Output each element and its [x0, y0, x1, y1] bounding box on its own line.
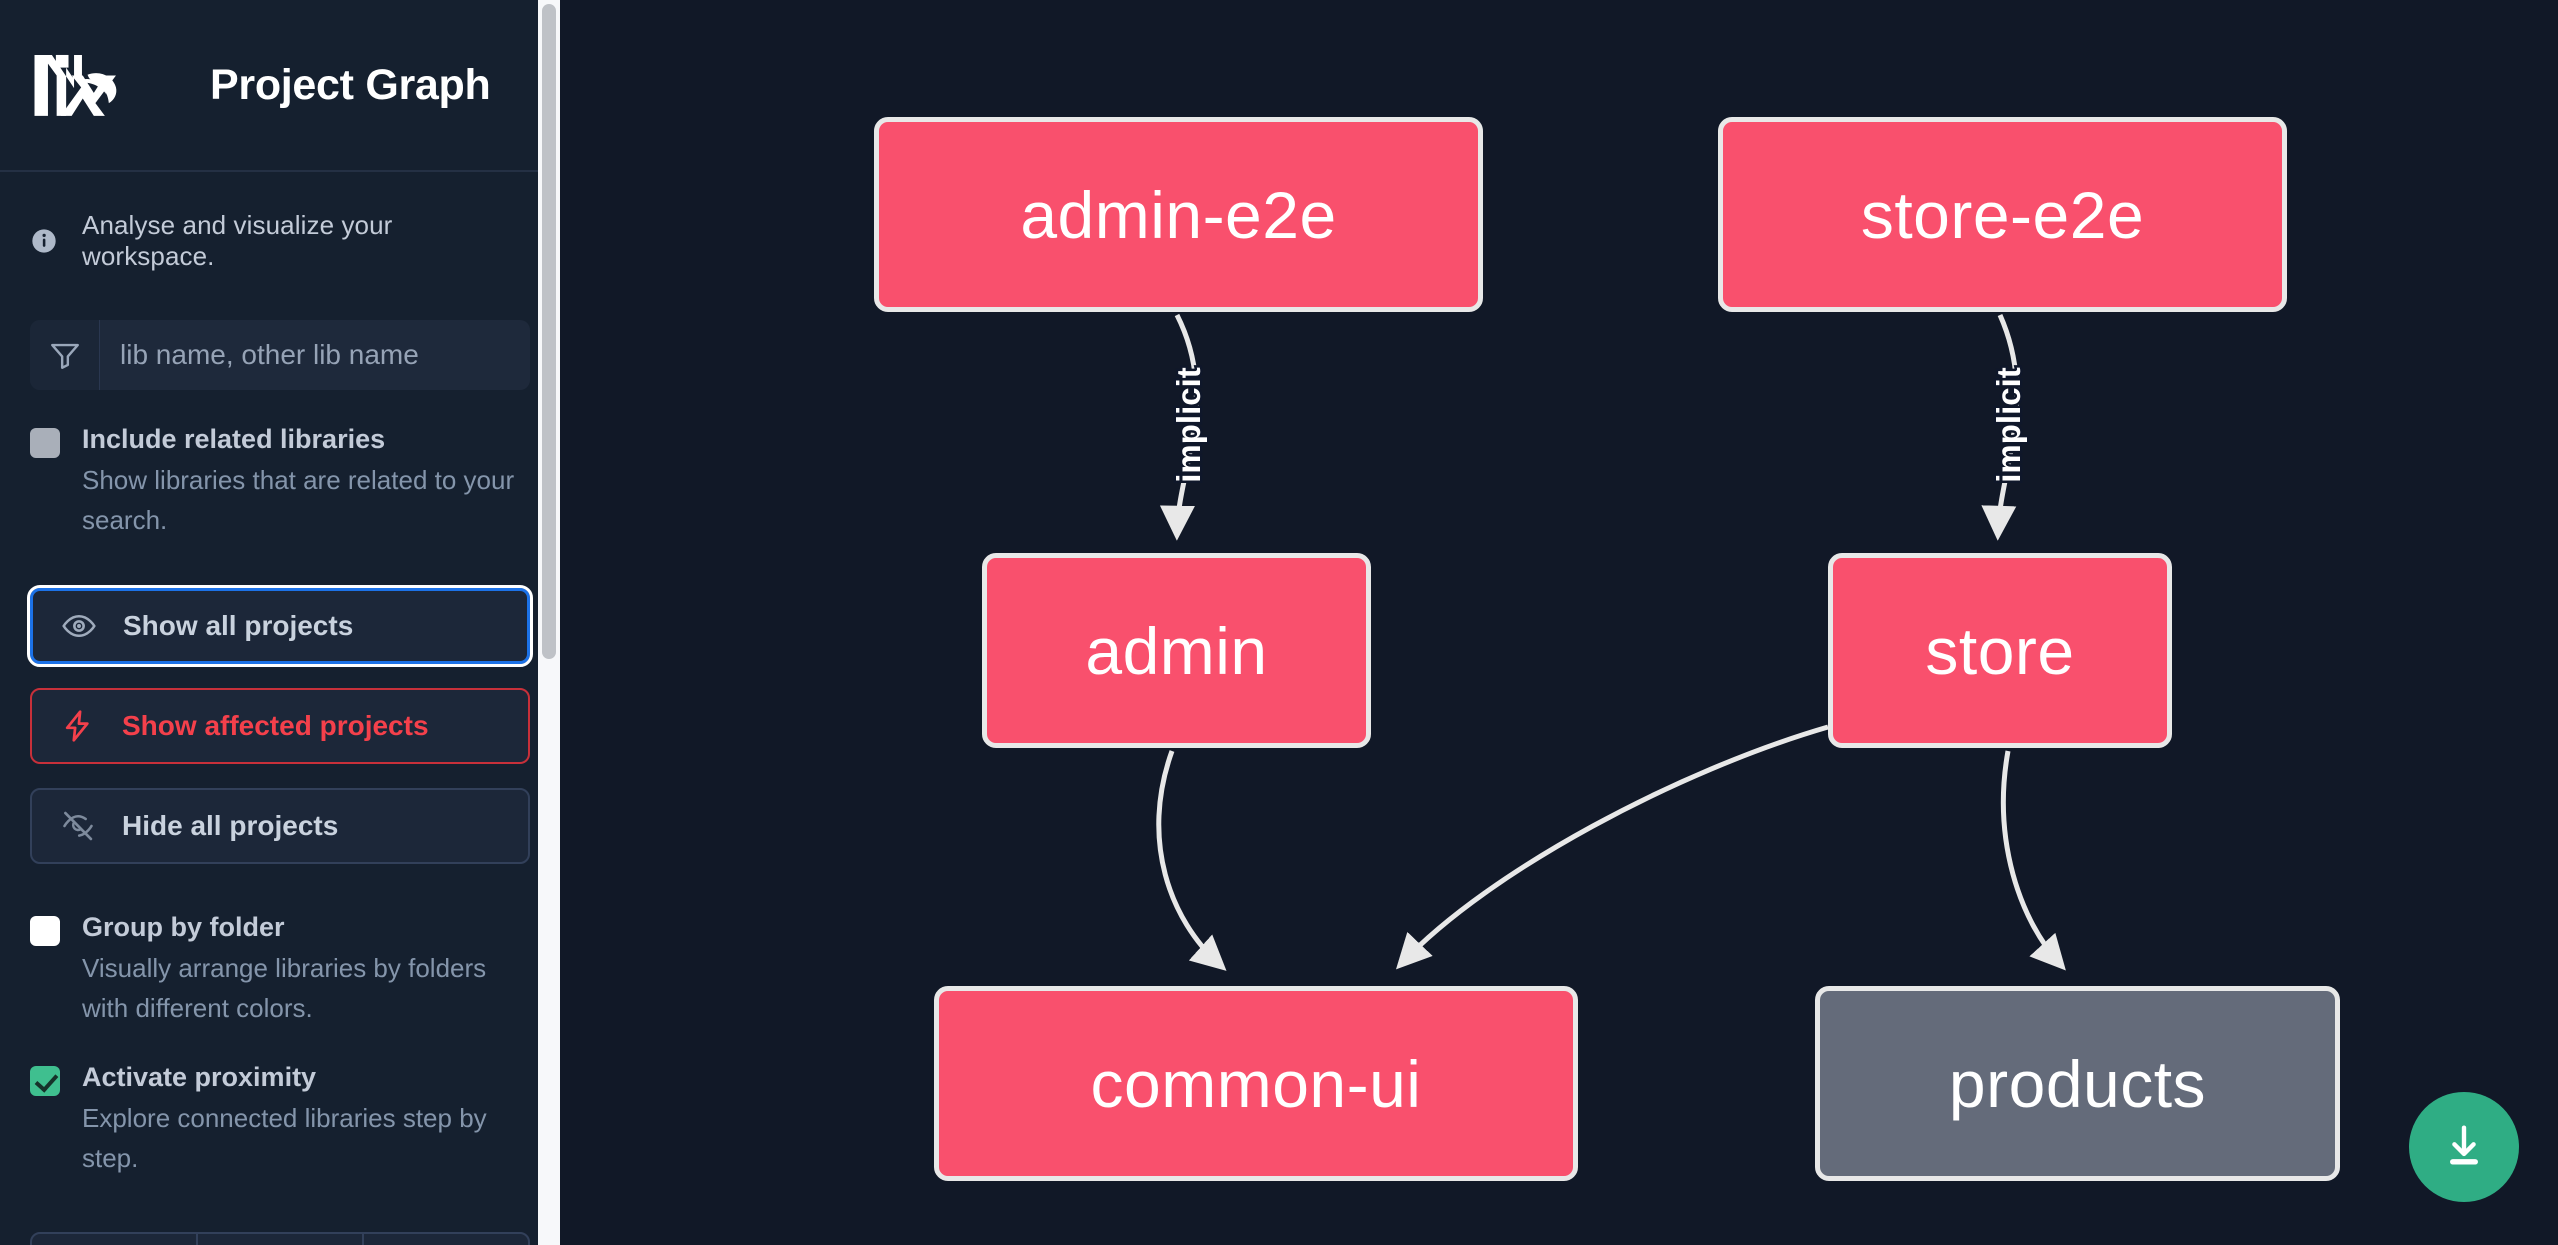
edge-label-store-e2e-to-store: implicit — [1988, 365, 2030, 486]
graph-node-admin[interactable]: admin — [982, 553, 1371, 748]
edge-label-admin-e2e-to-admin: implicit — [1168, 365, 1210, 486]
graph-node-label: products — [1948, 1046, 2207, 1121]
info-icon — [30, 227, 58, 255]
analyse-text: Analyse and visualize your workspace. — [82, 210, 393, 271]
graph-node-label: common-ui — [1090, 1046, 1422, 1121]
svg-text:implicit: implicit — [1170, 367, 1207, 483]
hide-all-projects-label: Hide all projects — [122, 810, 339, 841]
sidebar-scrollbar[interactable] — [538, 0, 560, 1245]
edge-store-to-products — [2000, 750, 2066, 971]
graph-node-label: admin-e2e — [1020, 177, 1337, 252]
edge-admin-e2e-to-admin — [1159, 313, 1199, 541]
proximity-step-value[interactable] — [198, 1234, 364, 1245]
include-related-libraries-description: Show libraries that are related to your … — [82, 465, 515, 535]
nx-logo-icon — [30, 51, 126, 119]
page-title: Project Graph — [210, 60, 491, 109]
edge-admin-to-common-ui — [1156, 750, 1227, 971]
proximity-step-increase[interactable] — [364, 1234, 528, 1245]
graph-node-label: store — [1925, 613, 2075, 688]
activate-proximity-description: Explore connected libraries step by step… — [82, 1103, 487, 1173]
sidebar-body: Analyse and visualize your workspace. In… — [0, 210, 560, 1245]
hide-all-projects-button[interactable]: Hide all projects — [30, 788, 530, 864]
sidebar-scrollbar-thumb[interactable] — [542, 4, 556, 659]
svg-text:implicit: implicit — [1990, 367, 2027, 483]
graph-edges: implicit implicit — [1156, 313, 2066, 971]
sidebar-header: Project Graph — [0, 0, 560, 172]
graph-node-products[interactable]: products — [1815, 986, 2340, 1181]
activate-proximity-label: Activate proximity — [82, 1062, 317, 1092]
search-input[interactable] — [100, 320, 530, 390]
sidebar: Project Graph Analyse and visualize your… — [0, 0, 560, 1245]
activate-proximity-checkbox[interactable] — [30, 1066, 60, 1096]
include-related-libraries-label: Include related libraries — [82, 424, 386, 454]
graph-node-label: admin — [1085, 613, 1268, 688]
show-all-projects-label: Show all projects — [123, 610, 354, 641]
graph-node-store[interactable]: store — [1828, 553, 2172, 748]
proximity-stepper-group[interactable] — [30, 1232, 530, 1245]
group-by-folder-label: Group by folder — [82, 912, 285, 942]
proximity-step-decrease[interactable] — [32, 1234, 198, 1245]
eye-off-icon — [60, 808, 96, 844]
show-affected-projects-button[interactable]: Show affected projects — [30, 688, 530, 764]
group-by-folder-description: Visually arrange libraries by folders wi… — [82, 953, 487, 1023]
edge-store-e2e-to-store — [1981, 313, 2020, 541]
group-by-folder-checkbox[interactable] — [30, 916, 60, 946]
graph-canvas[interactable]: implicit implicit admin-e2e store-e2e ad… — [560, 0, 2558, 1245]
show-all-projects-button[interactable]: Show all projects — [27, 585, 533, 667]
graph-node-label: store-e2e — [1860, 177, 2145, 252]
lightning-icon — [60, 708, 96, 744]
download-image-button[interactable] — [2409, 1092, 2519, 1202]
eye-icon — [61, 608, 97, 644]
option-group-by-folder[interactable]: Group by folder Visually arrange librari… — [30, 910, 530, 1028]
graph-node-store-e2e[interactable]: store-e2e — [1718, 117, 2287, 312]
option-include-related-libraries[interactable]: Include related libraries Show libraries… — [30, 422, 530, 540]
show-affected-projects-label: Show affected projects — [122, 710, 429, 741]
projects-button-group: Show all projects Show affected projects — [27, 585, 533, 864]
download-icon — [2439, 1121, 2489, 1174]
filter-box[interactable] — [30, 320, 530, 390]
option-activate-proximity[interactable]: Activate proximity Explore connected lib… — [30, 1060, 530, 1178]
graph-node-admin-e2e[interactable]: admin-e2e — [874, 117, 1483, 312]
edge-store-to-common-ui — [1395, 724, 1829, 970]
analyse-notice: Analyse and visualize your workspace. — [30, 210, 530, 272]
funnel-icon — [30, 320, 100, 390]
graph-node-common-ui[interactable]: common-ui — [934, 986, 1578, 1181]
include-related-libraries-checkbox[interactable] — [30, 428, 60, 458]
